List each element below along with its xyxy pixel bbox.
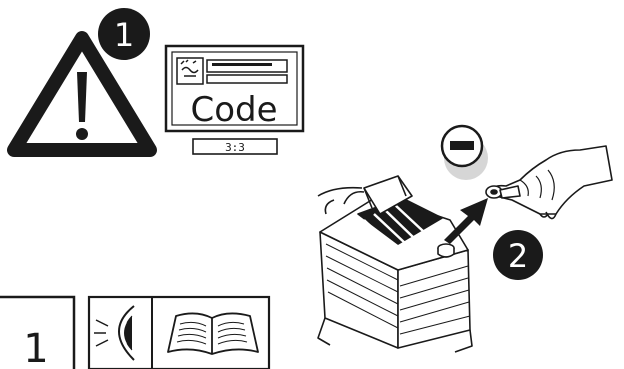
code-counter: 3:3: [192, 138, 278, 155]
manual-page-number: 1: [23, 326, 48, 369]
step-1-badge: 1: [98, 8, 150, 60]
book-icon: [167, 312, 259, 355]
manual-reference-box: [87, 295, 271, 369]
radio-unit-icon: [176, 57, 288, 85]
hand-disconnecting-terminal: [485, 145, 613, 220]
car-battery-illustration: [317, 175, 473, 353]
manual-page-box: 1: [0, 295, 76, 369]
eye-icon: [94, 305, 135, 361]
negative-terminal-icon: [440, 124, 488, 180]
step-1-number: 1: [114, 16, 134, 54]
step-2-number: 2: [508, 237, 528, 275]
warning-triangle-icon: [7, 31, 157, 157]
code-label: Code: [190, 90, 277, 130]
direction-arrow-icon: [444, 198, 488, 244]
radio-display: Code: [164, 44, 305, 133]
code-counter-value: 3:3: [225, 141, 245, 154]
step-2-badge: 2: [493, 230, 543, 280]
